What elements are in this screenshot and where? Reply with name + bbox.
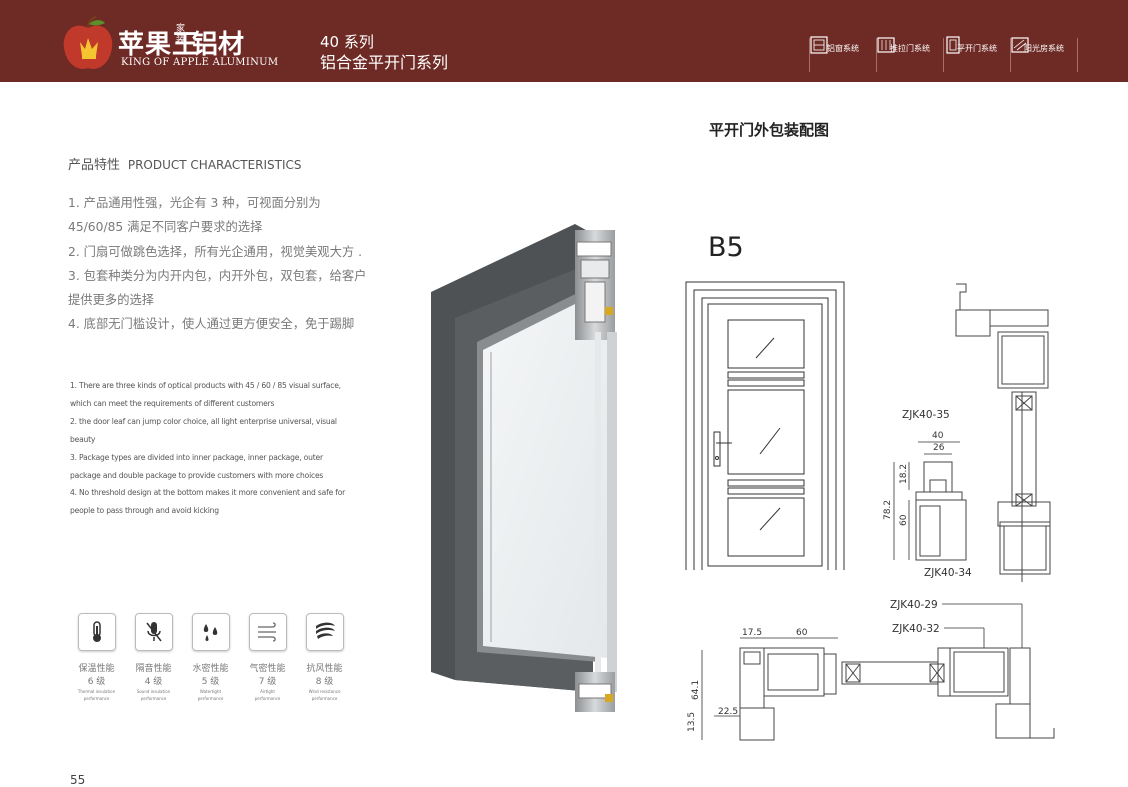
dim-60-v: 60 <box>899 514 909 526</box>
wind-icon <box>315 622 335 639</box>
nav-label: 阳光房系统 <box>1024 44 1064 53</box>
dim-40: 40 <box>932 431 944 441</box>
performance-en: Thermal insulation <box>77 689 116 694</box>
dim-18-2: 18.2 <box>899 464 909 484</box>
performance-en: Watertight <box>199 689 222 694</box>
characteristics-title-cn: 产品特性 <box>68 158 121 173</box>
series-number: 40 系列 <box>320 33 374 51</box>
performance-name: 抗风性能 <box>306 664 343 674</box>
characteristics-cn-list: 1. 产品通用性强，光企有 3 种，可视面分别为 45/60/85 满足不同客户… <box>68 191 368 337</box>
series-name: 铝合金平开门系列 <box>320 53 449 72</box>
header-bar: 苹果王 家装 铝材 KING OF APPLE ALUMINUM 40 系列 铝… <box>0 0 1128 82</box>
dim-13-5: 13.5 <box>687 712 697 732</box>
label-zjk40-32: ZJK40-32 <box>892 623 940 635</box>
performance-en: Wind resistance <box>308 689 341 694</box>
nav-label: 平开门系统 <box>957 44 997 53</box>
dim-17-5: 17.5 <box>742 628 762 638</box>
performance-level: 6 级 <box>87 677 106 687</box>
characteristic-cn-line: 3. 包套种类分为内开内包，内开外包，双包套，给客户 <box>68 268 367 283</box>
performance-icon-box <box>305 613 344 651</box>
mute-mic-icon <box>145 622 162 642</box>
performance-level: 5 级 <box>201 677 220 687</box>
water-drops-icon <box>203 624 217 641</box>
casement-door-icon <box>946 36 960 54</box>
performance-icon-box <box>191 613 230 651</box>
characteristic-cn-line: 1. 产品通用性强，光企有 3 种，可视面分别为 <box>68 196 321 210</box>
nav-label: 推拉门系统 <box>890 44 930 53</box>
window-icon <box>810 36 828 54</box>
vertical-section-drawing <box>955 283 1051 582</box>
performance-name: 水密性能 <box>192 664 229 674</box>
dim-22-5: 22.5 <box>718 707 738 717</box>
characteristic-cn-line: 提供更多的选择 <box>68 293 155 308</box>
dim-60-h: 60 <box>796 628 808 638</box>
performance-icon-box <box>248 613 287 651</box>
characteristic-en-line: beauty <box>70 434 96 444</box>
characteristic-cn-line: 4. 底部无门槛设计，使人通过更方便安全，免于踢脚 <box>68 317 355 332</box>
performance-item: 抗风性能 8 级 Wind resistance performance <box>296 613 353 701</box>
sunroom-icon <box>1011 37 1029 53</box>
performance-icon-box <box>134 613 173 651</box>
performance-name: 隔音性能 <box>135 664 172 674</box>
performance-item: 水密性能 5 级 Watertight performance <box>182 613 239 701</box>
sliding-door-icon <box>877 37 895 53</box>
performance-en: performance <box>140 696 167 701</box>
performance-level: 7 级 <box>258 677 277 687</box>
performance-item: 气密性能 7 级 Airtight performance <box>239 613 296 701</box>
performance-en: Sound insulation <box>136 689 171 694</box>
label-zjk40-34: ZJK40-34 <box>924 567 972 579</box>
page-number: 55 <box>70 773 86 787</box>
performance-en: performance <box>197 696 224 701</box>
performance-en: Airtight <box>260 689 275 694</box>
profile-zjk40-35-drawing: ZJK40-35 40 26 18.2 78.2 60 ZJK40-34 <box>883 409 972 579</box>
characteristic-en-line: which can meet the requirements of diffe… <box>70 398 275 408</box>
performance-en: performance <box>311 696 338 701</box>
characteristics-title: 产品特性 PRODUCT CHARACTERISTICS <box>68 154 302 173</box>
label-zjk40-29: ZJK40-29 <box>890 599 938 611</box>
characteristic-en-line: package and double package to provide cu… <box>70 470 324 480</box>
diagram-title: 平开门外包装配图 <box>709 121 830 139</box>
nav-item-sunroom-system[interactable]: 阳光房系统 <box>1010 37 1078 72</box>
characteristic-en-line: people to pass through and avoid kicking <box>70 506 219 516</box>
performance-level: 8 级 <box>315 677 334 687</box>
brand-name-en: KING OF APPLE ALUMINUM <box>121 57 279 68</box>
door-elevation-drawing <box>685 281 845 570</box>
apple-crown-logo-icon <box>63 16 113 69</box>
performance-en: performance <box>254 696 281 701</box>
performance-ratings: 保温性能 6 级 Thermal insulation performance … <box>68 613 353 701</box>
performance-level: 4 级 <box>144 677 163 687</box>
performance-name: 气密性能 <box>249 664 286 674</box>
airflow-icon <box>257 622 276 642</box>
performance-item: 隔音性能 4 级 Sound insulation performance <box>125 613 182 701</box>
label-zjk40-35: ZJK40-35 <box>902 409 950 421</box>
characteristic-en-line: 1. There are three kinds of optical prod… <box>70 381 341 390</box>
dim-26: 26 <box>933 443 945 453</box>
nav-item-casement-door-system[interactable]: 平开门系统 <box>943 36 1010 72</box>
characteristics-en-list: 1. There are three kinds of optical prod… <box>70 377 370 520</box>
characteristic-en-line: 4. No threshold design at the bottom mak… <box>70 488 346 498</box>
system-nav: 铝窗系统 推拉门系统 平开门系统 阳光房系统 <box>809 36 1078 72</box>
horizontal-section-drawing: ZJK40-29 ZJK40-32 17.5 60 64.1 22.5 13.5 <box>687 599 1055 741</box>
nav-item-sliding-door-system[interactable]: 推拉门系统 <box>876 37 943 72</box>
model-label: B5 <box>708 232 744 263</box>
characteristic-en-line: 2. the door leaf can jump color choice, … <box>70 416 337 426</box>
brand-name-cn-2: 铝材 <box>192 30 245 60</box>
nav-label: 铝窗系统 <box>827 44 859 53</box>
nav-item-window-system[interactable]: 铝窗系统 <box>809 36 876 72</box>
performance-icon-box <box>77 613 116 651</box>
brand-name-cn: 苹果王 <box>118 30 200 60</box>
thermometer-icon <box>92 621 101 642</box>
characteristic-cn-line: 2. 门扇可做跳色选择，所有光企通用，视觉美观大方 . <box>68 244 362 259</box>
performance-item: 保温性能 6 级 Thermal insulation performance <box>68 613 125 701</box>
dim-64-1: 64.1 <box>691 680 701 700</box>
dim-78-2: 78.2 <box>883 500 893 520</box>
performance-en: performance <box>83 696 110 701</box>
characteristic-en-line: 3. Package types are divided into inner … <box>70 452 323 462</box>
performance-name: 保温性能 <box>78 664 115 674</box>
characteristics-title-en: PRODUCT CHARACTERISTICS <box>127 158 302 172</box>
door-frame-render <box>431 224 617 712</box>
brand-tag: 家装 <box>176 24 186 45</box>
characteristic-cn-line: 45/60/85 满足不同客户要求的选择 <box>68 220 263 235</box>
